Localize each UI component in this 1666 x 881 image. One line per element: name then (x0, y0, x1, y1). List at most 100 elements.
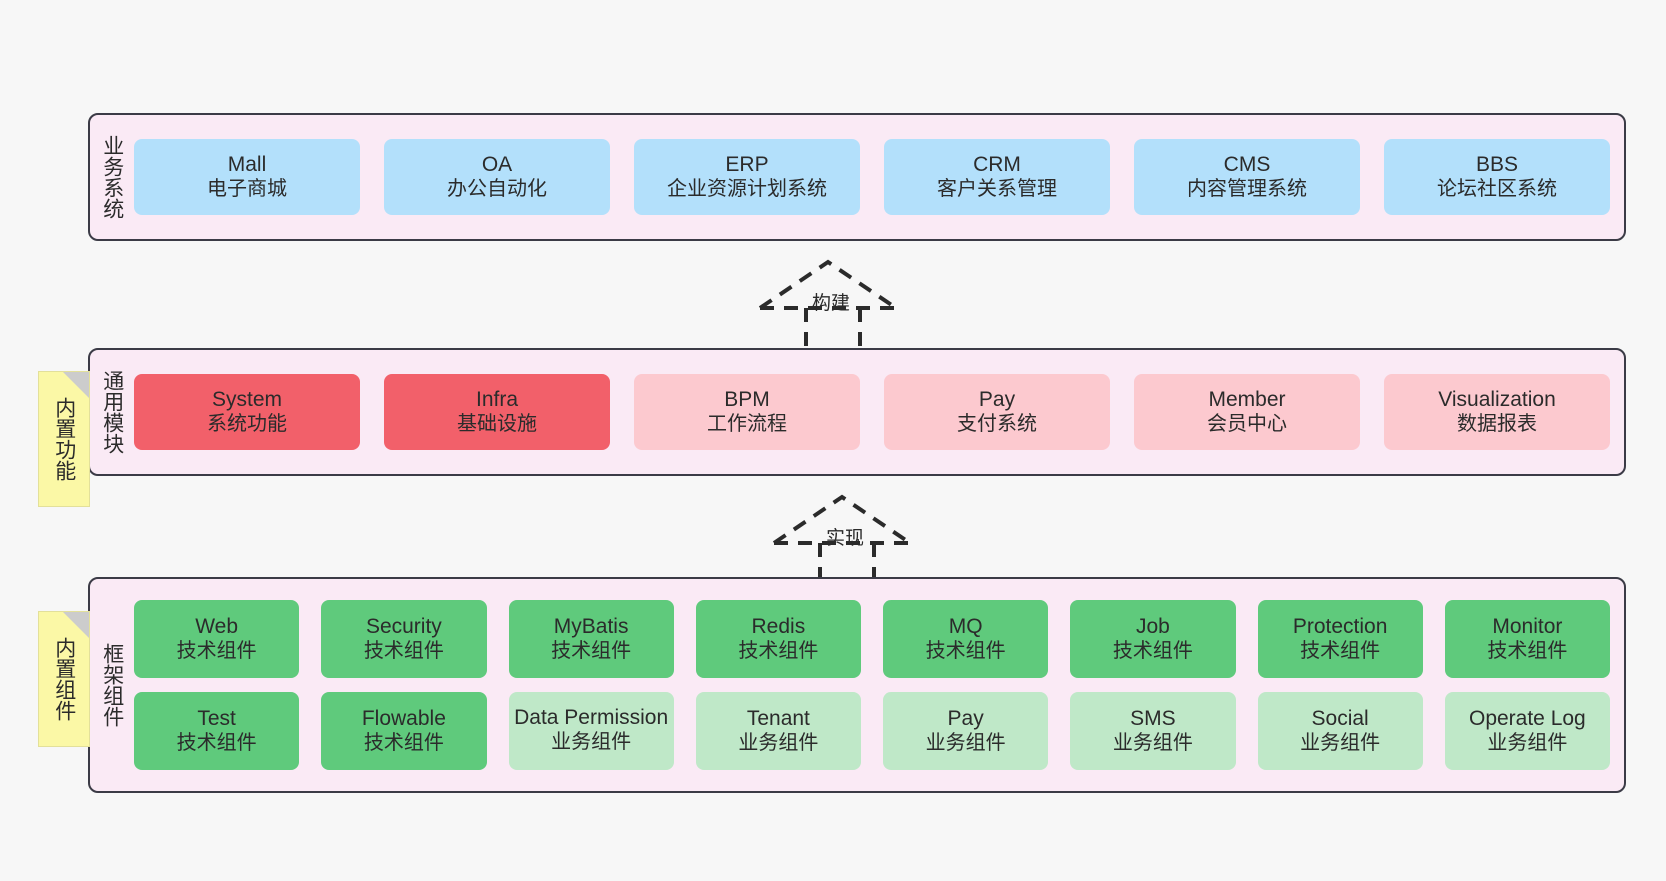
card-test[interactable]: Test 技术组件 (134, 692, 300, 770)
card-title: Security (365, 614, 442, 638)
card-title: System (211, 387, 282, 411)
card-subtitle: 客户关系管理 (937, 178, 1057, 201)
card-title: Social (1311, 706, 1369, 730)
card-row: Mall 电子商城 OA 办公自动化 ERP 企业资源计划系统 CRM 客户关系… (134, 139, 1610, 215)
connector-implement: 实现 (766, 491, 926, 583)
card-subtitle: 业务组件 (925, 732, 1006, 755)
card-title: CRM (973, 152, 1021, 176)
card-title: BBS (1475, 152, 1519, 176)
card-subtitle: 技术组件 (551, 640, 632, 663)
card-visualization[interactable]: Visualization 数据报表 (1384, 374, 1610, 450)
card-subtitle: 企业资源计划系统 (667, 178, 827, 201)
card-cms[interactable]: CMS 内容管理系统 (1134, 139, 1360, 215)
card-subtitle: 业务组件 (551, 730, 632, 753)
layer-body-common-module: System 系统功能 Infra 基础设施 BPM 工作流程 Pay 支付系统… (134, 350, 1624, 474)
card-system[interactable]: System 系统功能 (134, 374, 360, 450)
card-subtitle: 技术组件 (925, 640, 1006, 663)
card-erp[interactable]: ERP 企业资源计划系统 (634, 139, 860, 215)
connector-build: 构建 (752, 256, 912, 348)
card-job[interactable]: Job 技术组件 (1070, 600, 1236, 678)
layer-title-framework-component: 框架组件 (100, 643, 124, 727)
card-operate-log[interactable]: Operate Log 业务组件 (1444, 692, 1610, 770)
card-monitor[interactable]: Monitor 技术组件 (1444, 600, 1610, 678)
card-mybatis[interactable]: MyBatis 技术组件 (508, 600, 674, 678)
card-title: MyBatis (553, 614, 629, 638)
card-title: MQ (948, 614, 983, 638)
card-subtitle: 内容管理系统 (1187, 178, 1307, 201)
layer-title-common-module: 通用模块 (100, 370, 124, 454)
card-title: Protection (1292, 614, 1388, 638)
card-subtitle: 办公自动化 (447, 178, 547, 201)
card-title: SMS (1130, 706, 1176, 730)
card-subtitle: 技术组件 (363, 732, 444, 755)
layer-body-framework-component: Web 技术组件 Security 技术组件 MyBatis 技术组件 Redi… (134, 579, 1624, 791)
card-subtitle: 技术组件 (176, 640, 257, 663)
card-title: Infra (475, 387, 519, 411)
generalization-arrow-icon (758, 259, 898, 348)
card-subtitle: 电子商城 (207, 178, 287, 201)
generalization-arrow-icon (772, 494, 912, 583)
card-oa[interactable]: OA 办公自动化 (384, 139, 610, 215)
layer-business-system: 业务系统 Mall 电子商城 OA 办公自动化 ERP 企业资源计划系统 CRM… (88, 113, 1626, 241)
card-subtitle: 业务组件 (1300, 732, 1381, 755)
card-protection[interactable]: Protection 技术组件 (1257, 600, 1423, 678)
card-pay[interactable]: Pay 支付系统 (884, 374, 1110, 450)
card-row: Web 技术组件 Security 技术组件 MyBatis 技术组件 Redi… (134, 600, 1610, 678)
card-title: Pay (978, 387, 1016, 411)
card-title: Job (1135, 614, 1170, 638)
note-builtin-feature: 内置功能 (38, 371, 90, 507)
card-crm[interactable]: CRM 客户关系管理 (884, 139, 1110, 215)
card-member[interactable]: Member 会员中心 (1134, 374, 1360, 450)
card-bbs[interactable]: BBS 论坛社区系统 (1384, 139, 1610, 215)
card-subtitle: 工作流程 (707, 413, 787, 436)
layer-body-business-system: Mall 电子商城 OA 办公自动化 ERP 企业资源计划系统 CRM 客户关系… (134, 115, 1624, 239)
layer-title-business-system: 业务系统 (100, 135, 124, 219)
card-title: Member (1208, 387, 1286, 411)
card-row: System 系统功能 Infra 基础设施 BPM 工作流程 Pay 支付系统… (134, 374, 1610, 450)
layer-common-module: 通用模块 System 系统功能 Infra 基础设施 BPM 工作流程 Pay… (88, 348, 1626, 476)
card-row: Test 技术组件 Flowable 技术组件 Data Permission … (134, 692, 1610, 770)
card-mq[interactable]: MQ 技术组件 (883, 600, 1049, 678)
card-subtitle: 技术组件 (176, 732, 257, 755)
note-fold-icon (63, 612, 89, 638)
card-redis[interactable]: Redis 技术组件 (695, 600, 861, 678)
card-title: Data Permission (514, 706, 669, 730)
card-mall[interactable]: Mall 电子商城 (134, 139, 360, 215)
card-title: OA (481, 152, 513, 176)
card-web[interactable]: Web 技术组件 (134, 600, 300, 678)
card-subtitle: 业务组件 (738, 732, 819, 755)
layer-framework-component: 框架组件 Web 技术组件 Security 技术组件 MyBatis 技术组件… (88, 577, 1626, 793)
card-subtitle: 基础设施 (457, 413, 537, 436)
card-title: Tenant (746, 706, 810, 730)
card-subtitle: 技术组件 (1112, 640, 1193, 663)
card-title: BPM (724, 387, 770, 411)
note-label: 内置组件 (52, 637, 76, 721)
card-title: Flowable (361, 706, 446, 730)
card-data-permission[interactable]: Data Permission 业务组件 (508, 692, 674, 770)
card-title: Visualization (1438, 387, 1556, 411)
note-builtin-component: 内置组件 (38, 611, 90, 747)
connector-label-implement: 实现 (826, 528, 865, 549)
card-social[interactable]: Social 业务组件 (1257, 692, 1423, 770)
card-flowable[interactable]: Flowable 技术组件 (321, 692, 487, 770)
card-subtitle: 业务组件 (1487, 732, 1568, 755)
card-subtitle: 论坛社区系统 (1437, 178, 1557, 201)
card-subtitle: 技术组件 (1487, 640, 1568, 663)
note-label: 内置功能 (52, 397, 76, 481)
connector-label-build: 构建 (812, 293, 851, 314)
card-tenant[interactable]: Tenant 业务组件 (695, 692, 861, 770)
card-title: Web (195, 614, 239, 638)
card-pay-biz[interactable]: Pay 业务组件 (883, 692, 1049, 770)
card-title: ERP (725, 152, 769, 176)
card-sms[interactable]: SMS 业务组件 (1070, 692, 1236, 770)
card-title: Mall (227, 152, 267, 176)
card-bpm[interactable]: BPM 工作流程 (634, 374, 860, 450)
card-title: Pay (947, 706, 984, 730)
card-title: CMS (1223, 152, 1271, 176)
card-subtitle: 技术组件 (738, 640, 819, 663)
card-security[interactable]: Security 技术组件 (321, 600, 487, 678)
card-subtitle: 业务组件 (1112, 732, 1193, 755)
card-title: Test (197, 706, 236, 730)
card-infra[interactable]: Infra 基础设施 (384, 374, 610, 450)
